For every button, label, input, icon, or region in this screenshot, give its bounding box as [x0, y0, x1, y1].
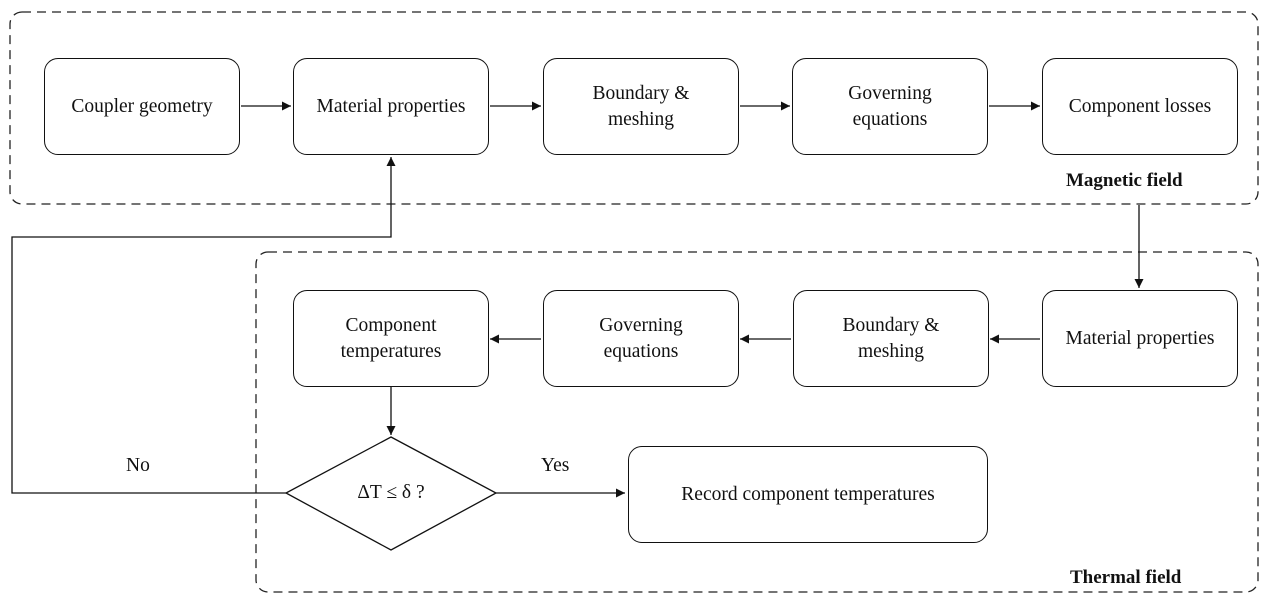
thermal-field-region [255, 251, 1259, 593]
box-thermal-boundary-meshing: Boundary & meshing [793, 290, 989, 387]
magnetic-field-label: Magnetic field [1066, 170, 1183, 191]
box-magnetic-boundary-meshing: Boundary & meshing [543, 58, 739, 155]
box-component-temperatures: Component temperatures [293, 290, 489, 387]
box-component-losses: Component losses [1042, 58, 1238, 155]
box-magnetic-material-properties: Material properties [293, 58, 489, 155]
thermal-field-label: Thermal field [1070, 567, 1182, 588]
box-thermal-governing-equations: Governing equations [543, 290, 739, 387]
box-coupler-geometry: Coupler geometry [44, 58, 240, 155]
no-label: No [126, 455, 150, 476]
decision-text: ΔT ≤ δ ? [357, 482, 425, 503]
magnetic-field-region [9, 11, 1259, 205]
box-thermal-material-properties: Material properties [1042, 290, 1238, 387]
yes-label: Yes [541, 455, 570, 476]
decision-diamond [284, 436, 498, 551]
box-magnetic-governing-equations: Governing equations [792, 58, 988, 155]
arrow-no-feedback [11, 157, 396, 494]
box-record-component-temperatures: Record component temperatures [628, 446, 988, 543]
